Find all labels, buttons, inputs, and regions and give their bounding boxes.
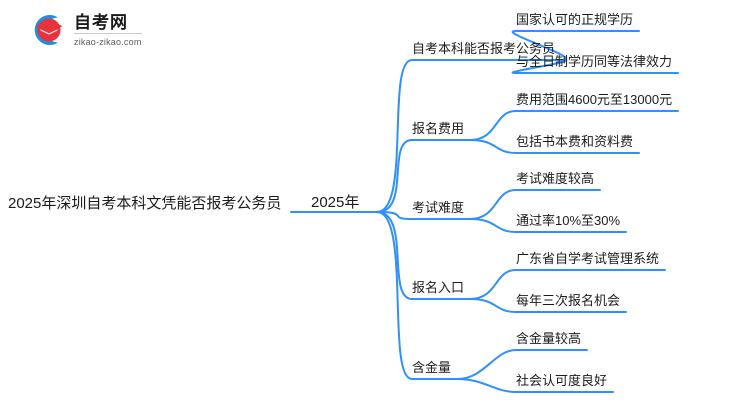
leaf-node-3-2[interactable]: 通过率10%至30% xyxy=(516,213,621,228)
leaf-node-2-1[interactable]: 费用范围4600元至13000元 xyxy=(516,92,673,107)
logo-domain: zikao-zikao.com xyxy=(74,36,142,47)
graduation-cap-icon xyxy=(34,15,63,46)
root-node[interactable]: 2025年深圳自考本科文凭能否报考公务员 xyxy=(8,195,282,212)
branch-node-2[interactable]: 报名费用 xyxy=(412,121,465,136)
branch-node-1[interactable]: 自考本科能否报考公务员 xyxy=(412,41,556,56)
branch-node-4[interactable]: 报名入口 xyxy=(412,280,465,295)
branch-node-3[interactable]: 考试难度 xyxy=(412,200,465,215)
logo-site-name: 自考网 xyxy=(74,13,142,34)
branch-node-5[interactable]: 含金量 xyxy=(412,360,452,375)
connector-center-to-branch-5 xyxy=(376,211,458,380)
leaf-node-4-1[interactable]: 广东省自学考试管理系统 xyxy=(516,251,660,266)
leaf-node-2-2[interactable]: 包括书本费和资料费 xyxy=(516,134,634,149)
leaf-node-1-1[interactable]: 国家认可的正规学历 xyxy=(516,12,634,27)
leaf-node-3-1[interactable]: 考试难度较高 xyxy=(516,171,595,186)
leaf-node-5-2[interactable]: 社会认可度良好 xyxy=(516,373,608,388)
leaf-node-1-2[interactable]: 与全日制学历同等法律效力 xyxy=(516,54,673,69)
site-logo: 自考网 zikao-zikao.com xyxy=(28,9,178,51)
center-node[interactable]: 2025年 xyxy=(311,194,360,211)
leaf-node-4-2[interactable]: 每年三次报名机会 xyxy=(516,293,621,308)
leaf-node-5-1[interactable]: 含金量较高 xyxy=(516,331,582,346)
logo-text-block: 自考网 zikao-zikao.com xyxy=(74,13,142,48)
